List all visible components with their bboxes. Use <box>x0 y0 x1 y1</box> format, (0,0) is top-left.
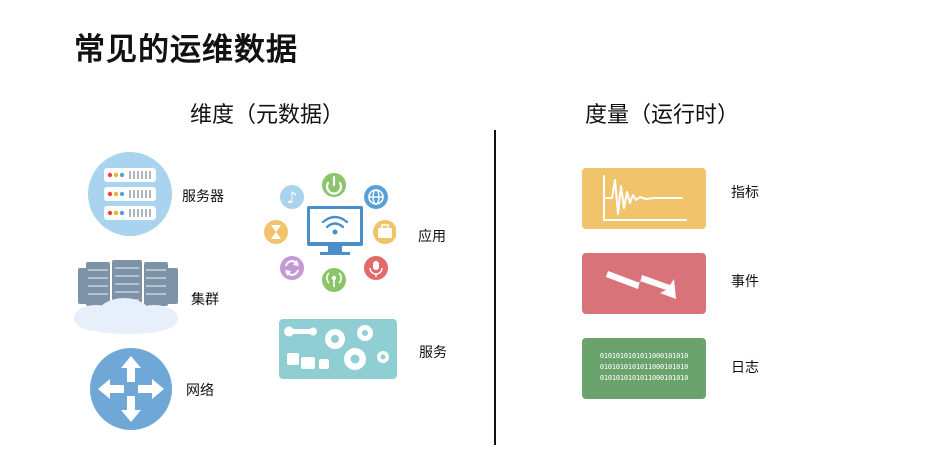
logs-icon: 0101010101011000101010 01010101010110001… <box>582 338 706 399</box>
service-icon <box>279 319 397 379</box>
network-icon <box>90 348 172 430</box>
metrics-label: 指标 <box>731 185 759 201</box>
runtime-section-title: 度量（运行时） <box>585 103 740 128</box>
application-label: 应用 <box>418 229 446 245</box>
service-label: 服务 <box>419 345 447 361</box>
metadata-section-title: 维度（元数据） <box>190 103 345 128</box>
log-line: 0101010101011000101010 <box>599 363 689 371</box>
application-icon: ♪ <box>262 172 396 294</box>
section-divider <box>494 130 496 445</box>
network-label: 网络 <box>186 383 214 399</box>
server-label: 服务器 <box>182 189 224 205</box>
cluster-icon <box>72 260 184 336</box>
log-line: 0101010101011000101010 <box>599 352 689 360</box>
logs-label: 日志 <box>731 360 759 376</box>
events-label: 事件 <box>731 274 759 290</box>
events-icon <box>582 253 706 314</box>
server-icon <box>88 152 172 236</box>
page-title: 常见的运维数据 <box>74 32 298 68</box>
cluster-label: 集群 <box>191 292 219 308</box>
log-line: 0101010101011000101010 <box>599 374 689 382</box>
svg-text:♪: ♪ <box>287 188 297 207</box>
metrics-icon <box>582 168 706 229</box>
